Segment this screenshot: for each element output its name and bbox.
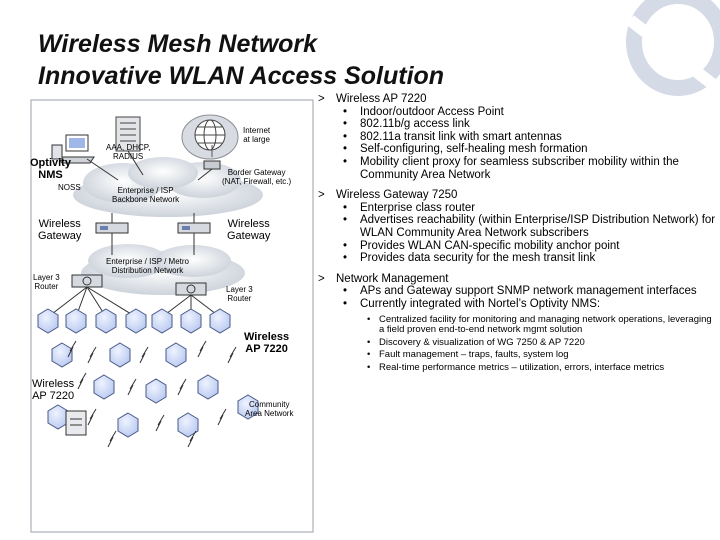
section-gateway: > Wireless Gateway 7250 •Enterprise clas…: [318, 189, 718, 265]
label-border-gateway: Border Gateway(NAT, Firewall, etc.): [222, 168, 292, 186]
diagram-canvas: [30, 99, 314, 533]
title-line-1: Wireless Mesh Network: [38, 30, 318, 58]
internet-globe-icon: [181, 114, 239, 160]
sub-list-item: •Discovery & visualization of WG 7250 & …: [367, 336, 585, 348]
sub-list-item: •Real-time performance metrics – utiliza…: [367, 361, 665, 373]
title-line-2: Innovative WLAN Access Solution: [38, 62, 445, 90]
label-aaa: AAA, DHCP,RADIUS: [106, 143, 151, 161]
list-item: •Currently integrated with Nortel’s Opti…: [343, 297, 601, 310]
section-title: > Wireless AP 7220: [318, 93, 427, 105]
client-device-icon: [65, 410, 87, 436]
list-item: •Enterprise class router: [343, 201, 476, 214]
list-item: •802.11b/g access link: [343, 118, 470, 131]
slide-title: Wireless Mesh Network Innovative WLAN Ac…: [38, 28, 444, 92]
section-title: > Wireless Gateway 7250: [318, 189, 458, 202]
label-noss: NOSS: [58, 183, 81, 192]
sub-list-item: •Centralized facility for monitoring and…: [367, 313, 712, 336]
list-item: •Mobility client proxy for seamless subs…: [343, 155, 679, 181]
wireless-link-icons: [67, 340, 237, 448]
list-item: •Self-configuring, self-healing mesh for…: [343, 143, 588, 156]
list-item: •Provides WLAN CAN-specific mobility anc…: [343, 239, 620, 252]
list-item: •Provides data security for the mesh tra…: [343, 252, 596, 265]
section-management: > Network Management •APs and Gateway su…: [318, 273, 718, 374]
mesh-cells: [37, 308, 259, 438]
nms-workstation-icon: [51, 134, 95, 164]
sub-list-item: •Fault management – traps, faults, syste…: [367, 349, 569, 361]
aaa-server-icon: [115, 116, 141, 152]
list-item: •Indoor/outdoor Access Point: [343, 105, 504, 118]
diagram-frame: [30, 99, 314, 533]
feature-list: > Wireless AP 7220 •Indoor/outdoor Acces…: [318, 93, 718, 381]
section-title: > Network Management: [318, 272, 449, 285]
layer3-router-right-icon: [175, 282, 207, 296]
brand-logo-icon: [626, 0, 720, 96]
list-item: •802.11a transit link with smart antenna…: [343, 130, 562, 143]
wireless-gateway-right-icon: [177, 222, 211, 234]
section-ap: > Wireless AP 7220 •Indoor/outdoor Acces…: [318, 93, 718, 181]
list-item: •Advertises reachability (within Enterpr…: [343, 214, 716, 239]
wireless-gateway-left-icon: [95, 222, 129, 234]
layer3-router-left-icon: [71, 274, 103, 288]
backbone-cloud: [73, 157, 263, 217]
list-item: •APs and Gateway support SNMP network ma…: [343, 285, 697, 298]
network-links: [47, 150, 221, 318]
